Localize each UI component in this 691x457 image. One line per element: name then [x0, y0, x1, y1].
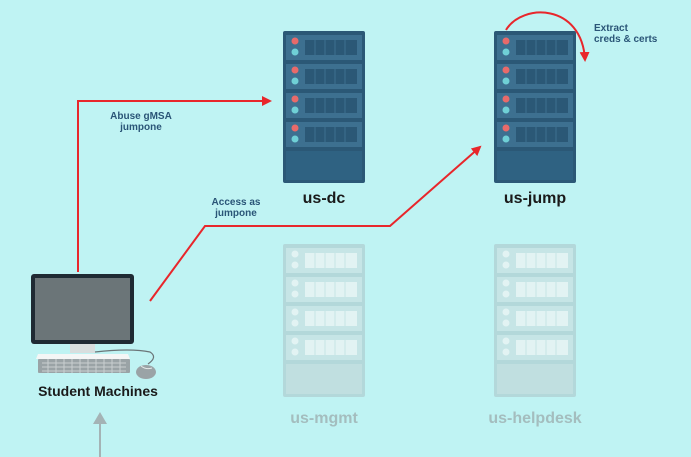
edge-abuse-gmsa-arrow	[77, 96, 272, 272]
node-label-us-dc: us-dc	[302, 190, 346, 207]
edge-label-access-as: Access as jumpone	[196, 197, 276, 219]
server-us-mgmt-icon[interactable]	[283, 244, 365, 397]
edge-label-extract-line2: creds & certs	[594, 34, 658, 45]
server-us-jump-icon[interactable]	[494, 31, 576, 183]
edge-label-abuse-gmsa: Abuse gMSA jumpone	[96, 111, 186, 133]
node-label-us-helpdesk: us-helpdesk	[488, 410, 582, 427]
node-label-student-machines: Student Machines	[38, 383, 158, 399]
edge-label-abuse-gmsa-line2: jumpone	[120, 122, 162, 133]
edge-label-extract-line1: Extract	[594, 23, 628, 34]
server-us-helpdesk-icon[interactable]	[494, 244, 576, 397]
edge-label-extract: Extract creds & certs	[594, 23, 684, 45]
edge-label-access-as-line2: jumpone	[215, 208, 257, 219]
node-label-us-jump: us-jump	[503, 190, 567, 207]
incoming-arrow	[93, 412, 107, 457]
student-workstation-icon[interactable]	[31, 274, 156, 379]
server-us-dc-icon[interactable]	[283, 31, 365, 183]
edge-label-abuse-gmsa-line1: Abuse gMSA	[110, 111, 172, 122]
edge-label-access-as-line1: Access as	[211, 197, 261, 208]
edge-extract-creds-arrow	[505, 11, 590, 62]
edge-access-as-jumpone-arrow	[149, 145, 482, 302]
node-label-us-mgmt: us-mgmt	[290, 410, 358, 427]
